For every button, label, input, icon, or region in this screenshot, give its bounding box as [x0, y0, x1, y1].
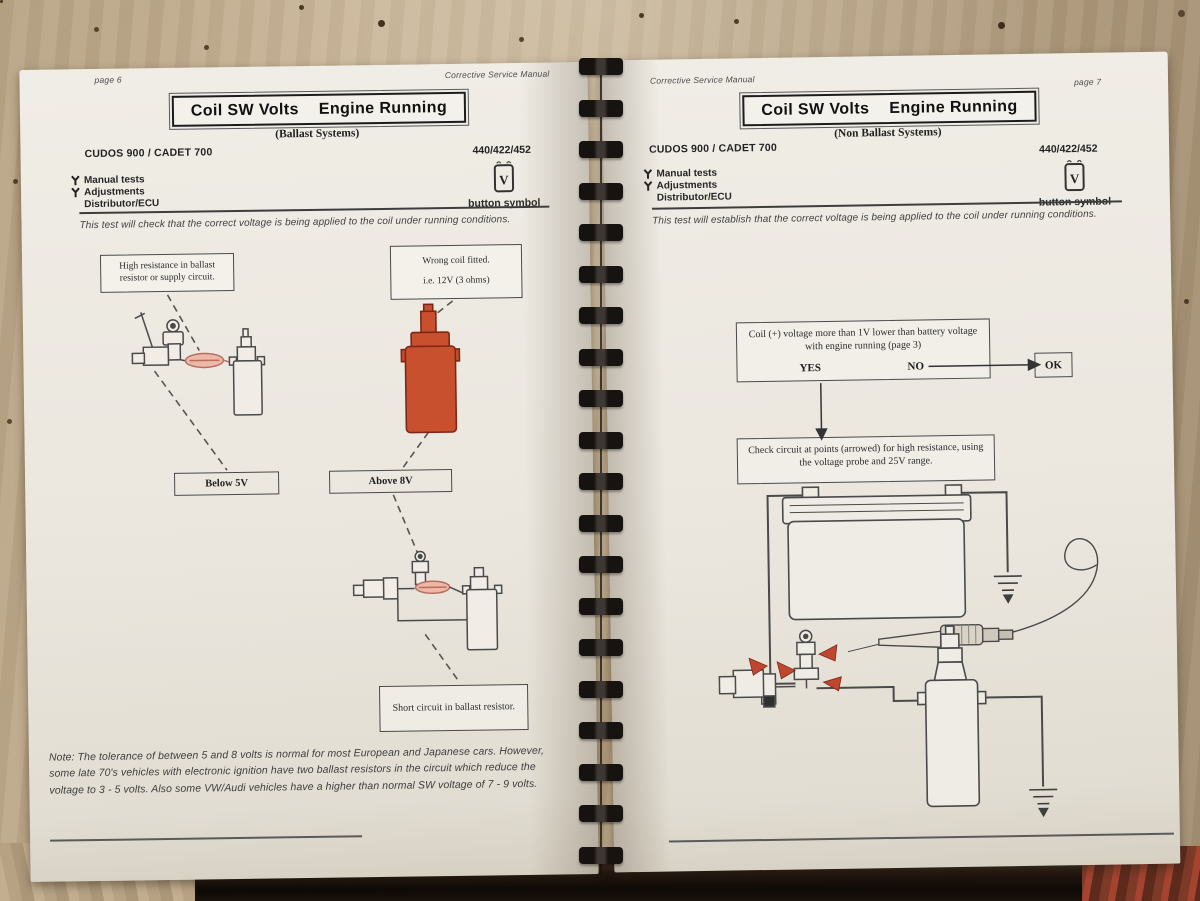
manual-left-page: page 6 Corrective Service Manual Coil SW…: [19, 62, 599, 882]
callout-short-circuit: Short circuit in ballast resistor.: [378, 683, 529, 733]
binding-clip: [579, 680, 623, 698]
ignition-switch-ballast-coil-diagram: [131, 312, 266, 416]
menu-item: Adjustments: [643, 178, 732, 191]
result-below-5v: Below 5V: [173, 471, 280, 496]
menu-item: Distributor/ECU: [656, 190, 732, 204]
page-number: page 6: [94, 74, 122, 85]
coil-terminal-post: [793, 629, 820, 689]
page-number: page 7: [1073, 76, 1102, 88]
ignition-coil: [916, 625, 987, 808]
intro-text: This test will establish that the correc…: [652, 208, 1097, 227]
voltage-button-icon: V: [1064, 159, 1085, 192]
callout-wrong-coil: Wrong coil fitted. i.e. 12V (3 ohms): [389, 244, 523, 300]
down-arrow-icon: [643, 168, 653, 179]
footer-rule: [668, 832, 1174, 843]
button-letter: V: [1070, 171, 1080, 186]
wrong-red-coil-illustration: [400, 303, 461, 434]
ok-box: OK: [1034, 352, 1073, 378]
binding-clip: [579, 58, 623, 75]
binding-clip: [579, 846, 623, 864]
binding-clip: [579, 431, 623, 449]
tester-codes: 440/422/452: [472, 143, 532, 157]
binding-clip: [579, 182, 623, 200]
page-title: Coil SW Volts Engine Running: [168, 88, 470, 131]
tester-codes: 440/422/452: [1039, 142, 1098, 156]
ignition-switch: [718, 669, 796, 708]
page-title: Coil SW Volts Engine Running: [739, 87, 1040, 130]
binding-clip: [579, 348, 623, 366]
binding-clip: [579, 307, 623, 324]
menu-path: Manual tests Adjustments Distributor/ECU: [643, 166, 732, 203]
menu-path: Manual tests Adjustments Distributor/ECU: [71, 173, 159, 210]
menu-item: Manual tests: [71, 173, 159, 186]
voltage-button-icon: V: [493, 161, 515, 193]
page-title-right: Engine Running: [318, 98, 448, 118]
page-title-left: Coil SW Volts: [190, 100, 299, 120]
note-paragraph: Note: The tolerance of between 5 and 8 v…: [48, 744, 545, 797]
voltage-probe: [847, 538, 1099, 653]
ballast-resistor-highlight: [414, 580, 451, 595]
short-circuit-diagram: [352, 550, 503, 651]
red-pointer-arrows: [748, 644, 842, 692]
button-letter: V: [499, 172, 509, 187]
page-title-right: Engine Running: [889, 97, 1018, 117]
footer-rule: [50, 835, 363, 842]
system-subtitle: (Non Ballast Systems): [834, 126, 942, 140]
callout-high-resistance: High resistance in ballast resistor or s…: [99, 253, 235, 293]
menu-item: Distributor/ECU: [84, 197, 160, 210]
binding-clip: [579, 556, 623, 573]
binding-clip: [579, 473, 623, 490]
coil-body: [465, 588, 499, 651]
model-names: CUDOS 900 / CADET 700: [648, 141, 778, 156]
binding-clip: [579, 805, 623, 822]
menu-item: Manual tests: [643, 166, 731, 179]
running-header: Corrective Service Manual: [444, 68, 550, 81]
down-arrow-icon: [643, 180, 653, 191]
ground-symbol: [1029, 788, 1058, 818]
binding-clip: [579, 224, 623, 241]
binding-clip: [579, 763, 623, 781]
wiring: [766, 491, 1045, 787]
binding-clip: [579, 141, 623, 158]
system-subtitle: (Ballast Systems): [275, 127, 360, 141]
binding-clip: [579, 390, 623, 407]
intro-text: This test will check that the correct vo…: [79, 214, 511, 232]
running-header: Corrective Service Manual: [649, 74, 755, 86]
no-label: NO: [907, 360, 925, 373]
down-arrow-icon: [71, 175, 80, 185]
menu-item: Adjustments: [71, 185, 159, 198]
page-title-left: Coil SW Volts: [761, 99, 870, 119]
probe-cable: [1012, 538, 1099, 633]
wood-specks: [0, 0, 3, 3]
binding-clip: [579, 597, 623, 615]
battery: [781, 484, 972, 621]
binding-clip: [579, 514, 623, 532]
yes-label: YES: [799, 361, 822, 375]
decision-box: Coil (+) voltage more than 1V lower than…: [735, 318, 991, 383]
binding-clip: [579, 639, 623, 656]
manual-right-page: Corrective Service Manual page 7 Coil SW…: [601, 51, 1181, 873]
action-box: Check circuit at points (arrowed) for hi…: [736, 434, 996, 485]
binding-clip: [579, 265, 623, 283]
binding-clip: [579, 722, 623, 739]
ballast-resistor-highlight: [184, 352, 225, 369]
result-above-8v: Above 8V: [328, 469, 453, 494]
coil-body: [232, 359, 263, 416]
model-names: CUDOS 900 / CADET 700: [84, 146, 213, 161]
down-arrow-icon: [71, 187, 80, 197]
binding-comb: [576, 56, 626, 888]
binding-clip: [579, 99, 623, 117]
ground-symbol: [993, 575, 1022, 604]
